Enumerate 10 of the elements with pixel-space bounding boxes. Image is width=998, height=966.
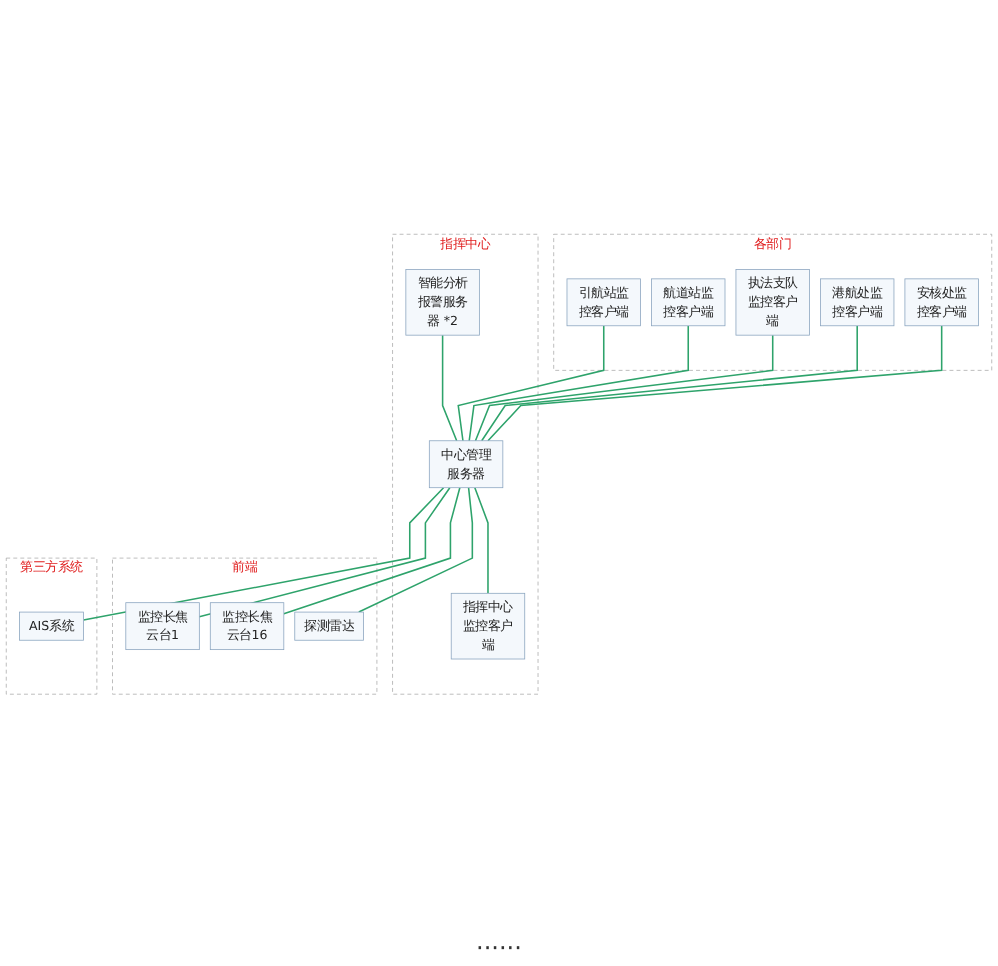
- connector: [487, 325, 943, 443]
- connector: [441, 335, 458, 443]
- connector: [358, 487, 474, 614]
- connector: [480, 325, 858, 443]
- connector: [474, 335, 774, 443]
- connector: [283, 487, 461, 616]
- connector: [457, 325, 605, 443]
- connector: [468, 325, 689, 443]
- connector: [474, 487, 489, 595]
- ellipsis-text: ······: [476, 934, 522, 962]
